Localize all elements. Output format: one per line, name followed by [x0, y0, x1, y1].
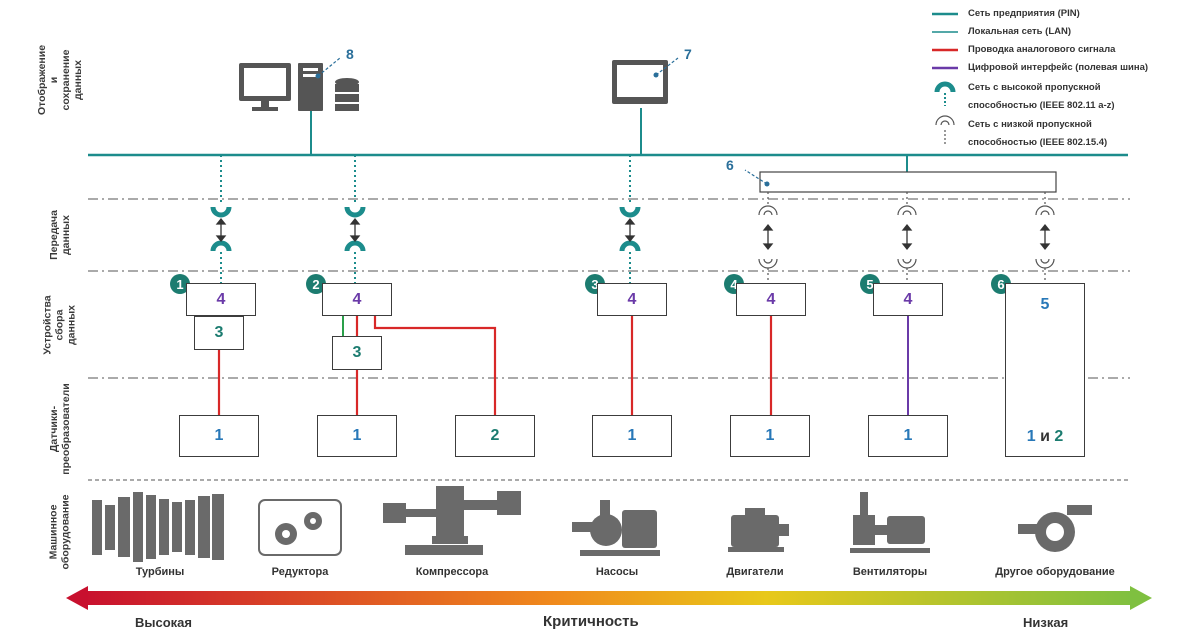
criticality-arrow-left: [66, 586, 88, 610]
legend-high-bw-line2: способностью (IEEE 802.11 a-z): [968, 100, 1115, 111]
zone-separators: [88, 198, 1130, 379]
criticality-high-label: Высокая: [135, 615, 192, 630]
sensor-label-1-and-2: 1 и 2: [1005, 428, 1085, 446]
turbine-icon: [92, 492, 224, 562]
equipment-label-other: Другое оборудование: [995, 566, 1115, 578]
legend-high-bw-line1: Сеть с высокой пропускной: [968, 82, 1101, 93]
legend-digital: Цифровой интерфейс (полевая шина): [968, 62, 1149, 73]
sensor-box-1-gearbox: 1: [317, 415, 397, 457]
gearbox-icon: [258, 499, 342, 556]
legend-low-bw-line2: способностью (IEEE 802.15.4): [968, 137, 1108, 148]
node-badge-1: 1: [170, 274, 190, 294]
high-bandwidth-antennas: [213, 207, 638, 251]
legend-lan: Локальная сеть (LAN): [968, 26, 1072, 37]
zone-label-machinery: Машинное оборудование: [48, 494, 73, 570]
motor-icon: [728, 508, 789, 552]
callout-6: 6: [726, 157, 734, 173]
node-badge-2: 2: [306, 274, 326, 294]
sensor-label-1: 1: [1026, 428, 1036, 445]
sensor-label-and: и: [1040, 428, 1050, 445]
gateway-6-box: [759, 171, 1057, 193]
zone-label-sensors: Датчики-преобразователи: [48, 383, 72, 475]
legend-analog: Проводка аналогового сигнала: [968, 44, 1116, 55]
acq-box-5-node6: 5: [1005, 283, 1085, 457]
acq-box-4-node2: 4: [322, 283, 392, 316]
equipment-label-compressors: Компрессора: [415, 566, 489, 578]
criticality-title: Критичность: [543, 613, 639, 630]
legend-pin: Сеть предприятия (PIN): [968, 8, 1080, 19]
equipment-label-gearboxes: Редуктора: [271, 566, 329, 578]
equipment-label-turbines: Турбины: [135, 566, 185, 578]
acq-box-4-node3: 4: [597, 283, 667, 316]
criticality-low-label: Низкая: [1023, 615, 1069, 630]
equipment-label-pumps: Насосы: [595, 566, 639, 578]
bidirectional-arrows: [215, 217, 1051, 251]
pump-icon: [572, 500, 660, 556]
other-equipment-icon: [1018, 505, 1092, 552]
zone-label-acquisition: Устройства сбора данных: [42, 295, 78, 355]
monitor-icon: [612, 60, 668, 104]
acq-box-3-node2: 3: [332, 336, 382, 370]
analog-wiring: [217, 316, 773, 415]
acq-box-3-node1: 3: [194, 316, 244, 350]
sensor-box-2-compressor: 2: [455, 415, 535, 457]
sensor-box-1-motor: 1: [730, 415, 810, 457]
sensor-box-1-turbine: 1: [179, 415, 259, 457]
database-icon: [335, 78, 359, 111]
callout-8: 8: [346, 46, 354, 62]
acq-box-4-node1: 4: [186, 283, 256, 316]
compressor-icon: [383, 486, 521, 555]
criticality-bar: [82, 591, 1134, 605]
legend-samples: [932, 12, 958, 146]
sensor-box-1-fan: 1: [868, 415, 948, 457]
acq-box-4-node4: 4: [736, 283, 806, 316]
sensor-label-2: 2: [1054, 428, 1064, 445]
fan-icon: [850, 492, 930, 553]
acq-box-4-node5: 4: [873, 283, 943, 316]
zone-label-display: Отображение и сохранение данных: [36, 44, 85, 116]
criticality-arrow-right: [1130, 586, 1152, 610]
callout-7: 7: [684, 46, 692, 62]
equipment-label-fans: Вентиляторы: [852, 566, 928, 578]
legend-low-bw-line1: Сеть с низкой пропускной: [968, 119, 1092, 130]
workstation-icon: [239, 63, 323, 111]
zone-label-transfer: Передача данных: [48, 210, 73, 260]
sensor-box-1-pump: 1: [592, 415, 672, 457]
equipment-label-motors: Двигатели: [726, 566, 784, 578]
wireless-links: [220, 155, 631, 283]
